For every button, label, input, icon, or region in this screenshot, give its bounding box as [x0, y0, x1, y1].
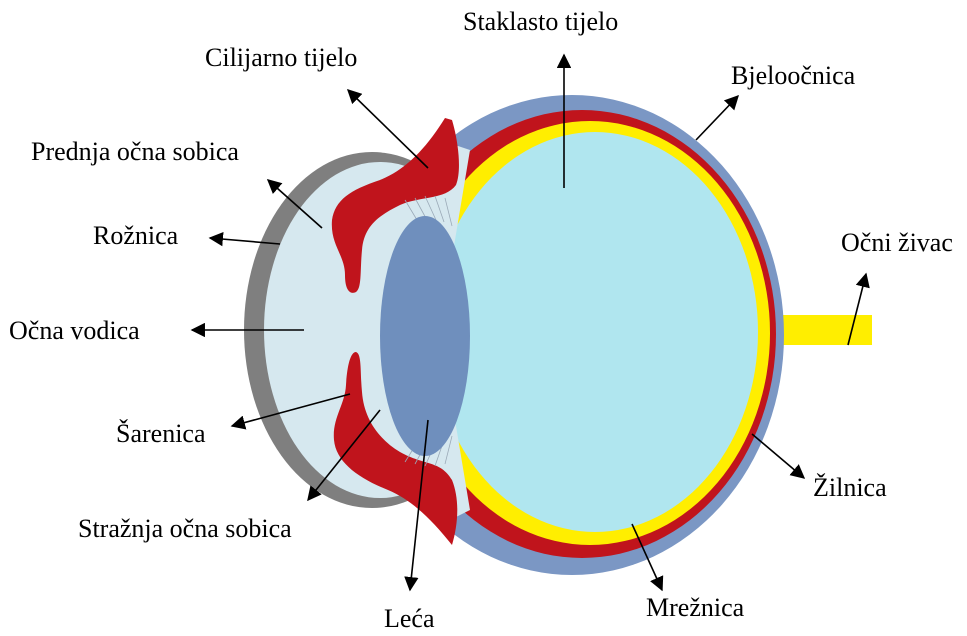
lens — [380, 216, 470, 456]
arrow-zilnica — [752, 434, 804, 478]
label-staklasto-tijelo: Staklasto tijelo — [463, 7, 618, 36]
label-mreznica: Mrežnica — [646, 593, 745, 622]
label-straznja-ocna-sobica: Stražnja očna sobica — [78, 514, 292, 543]
label-roznica: Rožnica — [93, 221, 179, 250]
label-leca: Leća — [384, 604, 435, 633]
label-ocni-zivac: Očni živac — [841, 228, 953, 257]
arrow-bjeloocnica — [696, 96, 738, 140]
label-sarenica: Šarenica — [116, 419, 206, 448]
vitreous-body — [432, 132, 758, 532]
label-bjeloocnica: Bjeloočnica — [731, 61, 856, 90]
label-cilijarno-tijelo: Cilijarno tijelo — [205, 43, 357, 72]
label-zilnica: Žilnica — [813, 473, 887, 502]
label-prednja-ocna-sobica: Prednja očna sobica — [31, 137, 239, 166]
label-ocna-vodica: Očna vodica — [9, 316, 140, 345]
